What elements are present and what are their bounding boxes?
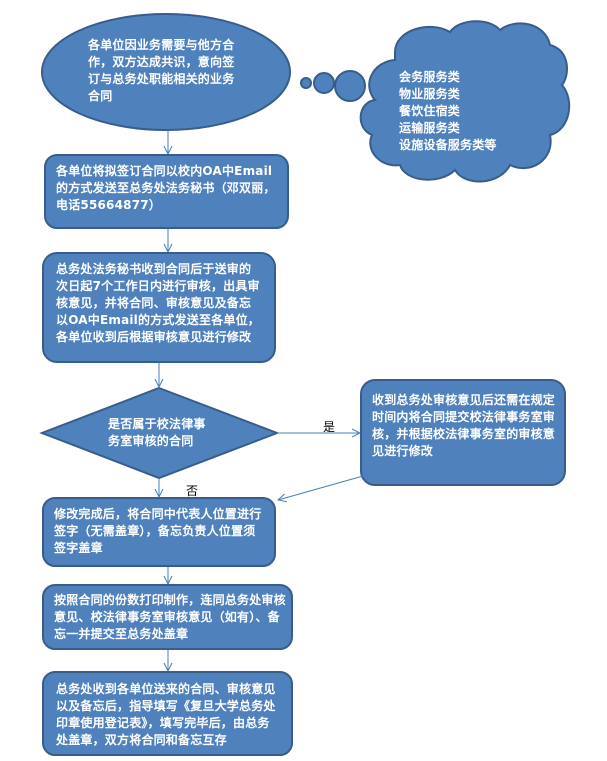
cloud-shape — [359, 20, 571, 183]
step4-text: 按照合同的份数打印制作，连同总务处审核意见、校法律事务室审核意见（如有）、备忘一… — [54, 593, 286, 641]
step5-box — [42, 671, 293, 756]
thought-bubble-small — [300, 77, 312, 89]
side-step-text: 收到总务处审核意见后还需在规定时间内将合同提交校法律事务室审核，并根据校法律事务… — [372, 393, 556, 458]
start-text: 各单位因业务需要与他方合作，双方达成共识，意向签订与总务处职能相关的业务合同 — [88, 38, 235, 103]
step3-text: 修改完成后，将合同中代表人位置进行签字（无需盖章），备忘负责人位置须签字盖章 — [54, 507, 262, 555]
cloud-item: 会务服务类 — [399, 70, 461, 84]
no-label: 否 — [186, 484, 199, 498]
cloud-item: 设施设备服务类等 — [399, 138, 497, 152]
yes-label: 是 — [323, 420, 336, 434]
arrow-side-to-step3 — [278, 475, 364, 500]
cloud-item: 餐饮住宿类 — [399, 104, 461, 118]
cloud-item: 运输服务类 — [399, 121, 461, 135]
step2-text: 总务处法务秘书收到合同后于送审的次日起7个工作日内进行审核，出具审核意见，并将合… — [56, 262, 260, 344]
thought-bubble-large — [334, 70, 366, 102]
cloud-item: 物业服务类 — [399, 87, 461, 101]
step1-box — [44, 154, 289, 229]
decision-text: 是否属于校法律事务室审核的合同 — [108, 417, 206, 448]
step4-box — [42, 584, 293, 650]
step3-box — [42, 497, 276, 567]
step5-text: 总务处收到各单位送来的合同、审核意见以及备忘后，指导填写《复旦大学总务处印章使用… — [56, 682, 276, 747]
step1-text: 各单位将拟签订合同以校内OA中Email的方式发送至总务处法务秘书（邓双丽，电话… — [56, 164, 276, 212]
step2-box — [42, 252, 276, 363]
side-step-box — [360, 379, 566, 486]
cloud-list: 会务服务类 物业服务类 餐饮住宿类 运输服务类 设施设备服务类等 — [399, 69, 497, 154]
thought-bubble-medium — [313, 72, 335, 94]
start-ellipse — [41, 13, 291, 131]
